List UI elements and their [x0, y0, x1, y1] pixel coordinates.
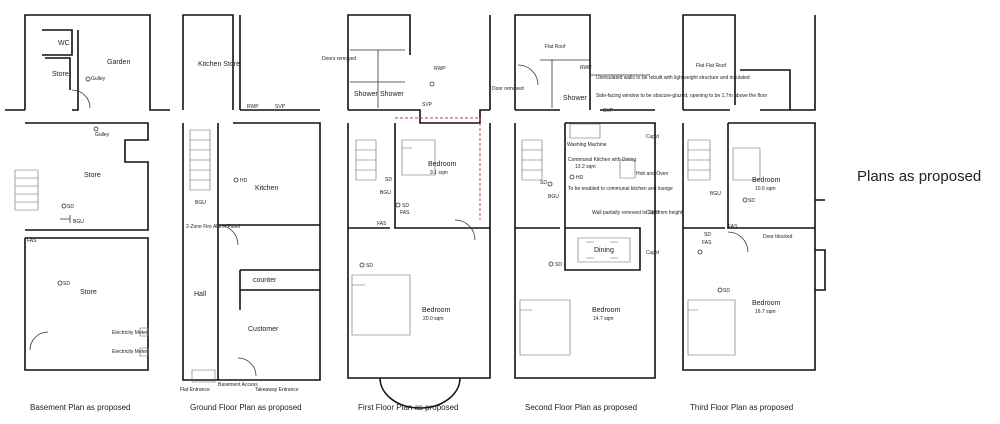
ground-label-3: SVP	[275, 104, 286, 110]
basement-label-10: SD	[63, 281, 70, 287]
ground-label-10: Customer	[248, 326, 279, 333]
second-label-21: SD	[555, 262, 562, 268]
basement-label-12: Electricity Meter	[112, 330, 148, 336]
basement-label-7: SD	[67, 204, 74, 210]
ground-label-4: HD	[240, 178, 248, 184]
second-label-19: Dining	[594, 247, 614, 254]
basement-caption: Basement Plan as proposed	[30, 403, 131, 412]
third-label-12: 16.7 sqm	[755, 309, 776, 315]
first-label-7: 9.1 sqm	[430, 170, 448, 176]
first-label-5: SVP	[422, 102, 433, 108]
third-label-4: BGU	[710, 191, 721, 197]
first-label-13: SD	[366, 263, 373, 269]
second-label-4: Uninsulated walls to be rebuilt with lig…	[596, 75, 750, 81]
drawing-title: Plans as proposed	[857, 168, 981, 185]
second-label-1: Flat Roof	[545, 44, 566, 50]
second-label-15: BGU	[548, 194, 559, 200]
ground-label-6: BGU	[195, 200, 206, 206]
third-caption: Third Floor Plan as proposed	[690, 403, 793, 412]
second-label-8: Cup'd	[646, 134, 659, 140]
third-label-3: 10.6 sqm	[755, 186, 776, 192]
ground-label-7: 2-Zone Fire Alarm Panel	[186, 224, 240, 230]
basement-label-11: Store	[80, 289, 97, 296]
second-label-20: Cup'd	[646, 250, 659, 256]
first-label-2: RWP	[434, 66, 446, 72]
ground-caption: Ground Floor Plan as proposed	[190, 403, 302, 412]
second-label-5: Side-facing window to be obscure-glazed,…	[596, 93, 768, 99]
second-label-11: 13.2 sqm	[575, 164, 596, 170]
ground-label-8: counter	[253, 277, 277, 284]
ground-floor-plan: Kitchen Store RWP SVP HD Kitchen BGU 2-Z…	[180, 14, 321, 412]
first-caption: First Floor Plan as proposed	[358, 403, 459, 412]
ground-label-12: Basement Access	[218, 382, 258, 388]
first-label-10: SD	[402, 203, 409, 209]
second-label-2: Door removed	[492, 86, 524, 92]
first-label-4: Shower	[380, 91, 404, 98]
ground-label-13: Takeaway Entrance	[255, 387, 299, 393]
basement-label-1: WC	[58, 40, 70, 47]
second-label-10: Communal Kitchen with Dining	[568, 157, 636, 163]
second-caption: Second Floor Plan as proposed	[525, 403, 637, 412]
third-label-8: FAS	[702, 240, 712, 246]
basement-label-9: FAS	[27, 238, 37, 244]
first-label-3: Shower	[354, 91, 378, 98]
basement-label-3: Store	[52, 71, 69, 78]
second-label-22: Bedroom	[592, 307, 621, 314]
second-label-9: Washing Machine	[567, 142, 607, 148]
first-label-14: Bedroom	[422, 307, 451, 314]
basement-label-13: Electricity Meter	[112, 349, 148, 355]
third-label-6: FAS	[728, 224, 738, 230]
third-label-9: Door blocked	[763, 234, 793, 240]
first-label-8: SD	[385, 177, 392, 183]
third-label-5: SD	[748, 198, 755, 204]
ground-label-11: Flat Entrance	[180, 387, 210, 393]
basement-label-6: Store	[84, 172, 101, 179]
second-label-17: Wall partially removed to 2100mm height	[592, 210, 683, 216]
basement-label-4: Gulley	[91, 76, 106, 82]
third-label-2: Bedroom	[752, 177, 781, 184]
first-label-12: FAS	[377, 221, 387, 227]
first-label-11: FAS	[400, 210, 410, 216]
first-label-9: BGU	[380, 190, 391, 196]
second-label-16: To be enabled to communal kitchen and lo…	[568, 186, 673, 192]
ground-label-5: Kitchen	[255, 185, 278, 192]
ground-label-2: RWP	[247, 104, 259, 110]
second-label-7: Shower	[563, 95, 587, 102]
second-label-18: Cup'd	[646, 210, 659, 216]
basement-plan: WC Garden Store Gulley Gulley Store SD B…	[5, 14, 170, 412]
first-floor-plan: Doors removed RWP Shower Shower SVP Bedr…	[322, 14, 491, 412]
basement-label-5: Gulley	[95, 132, 110, 138]
third-label-11: Bedroom	[752, 300, 781, 307]
second-label-3: RWP	[580, 65, 592, 71]
basement-label-8: BGU	[73, 219, 84, 225]
third-floor-plan: Flat Flat Roof Bedroom 10.6 sqm BGU SD F…	[682, 14, 826, 412]
third-label-1: Flat Flat Roof	[696, 63, 727, 69]
ground-label-1: Kitchen Store	[198, 61, 240, 68]
second-label-13: Hob and Oven	[636, 171, 668, 177]
third-label-10: SD	[723, 288, 730, 294]
second-floor-plan: Flat Roof Door removed RWP Uninsulated w…	[492, 14, 768, 412]
third-label-7: SD	[704, 232, 711, 238]
second-label-6: SVP	[603, 108, 614, 114]
first-label-6: Bedroom	[428, 161, 457, 168]
second-label-14: SD	[540, 180, 547, 186]
second-label-23: 14.7 sqm	[593, 316, 614, 322]
first-label-15: 20.0 sqm	[423, 316, 444, 322]
basement-label-2: Garden	[107, 59, 130, 66]
ground-label-9: Hall	[194, 291, 207, 298]
first-label-1: Doors removed	[322, 56, 356, 62]
second-label-12: HD	[576, 175, 584, 181]
